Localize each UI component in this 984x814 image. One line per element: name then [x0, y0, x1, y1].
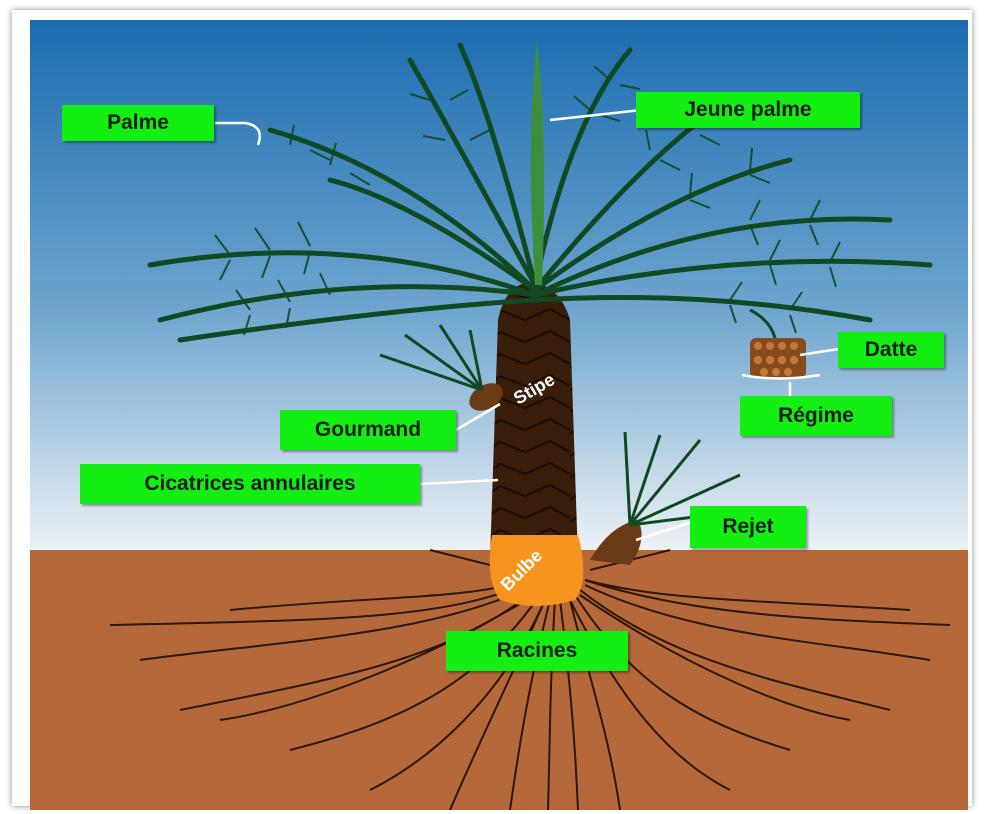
label-jeune-palme: Jeune palme — [636, 92, 860, 128]
label-cicatrices-annulaires: Cicatrices annulaires — [80, 464, 420, 504]
label-gourmand: Gourmand — [280, 410, 456, 450]
label-datte: Datte — [838, 332, 944, 368]
label-rejet: Rejet — [690, 506, 806, 548]
label-racines: Racines — [446, 631, 628, 671]
bulbe-shape — [490, 535, 584, 606]
label-palme: Palme — [62, 105, 214, 141]
label-regime: Régime — [740, 396, 892, 436]
stipe-trunk — [490, 282, 578, 560]
